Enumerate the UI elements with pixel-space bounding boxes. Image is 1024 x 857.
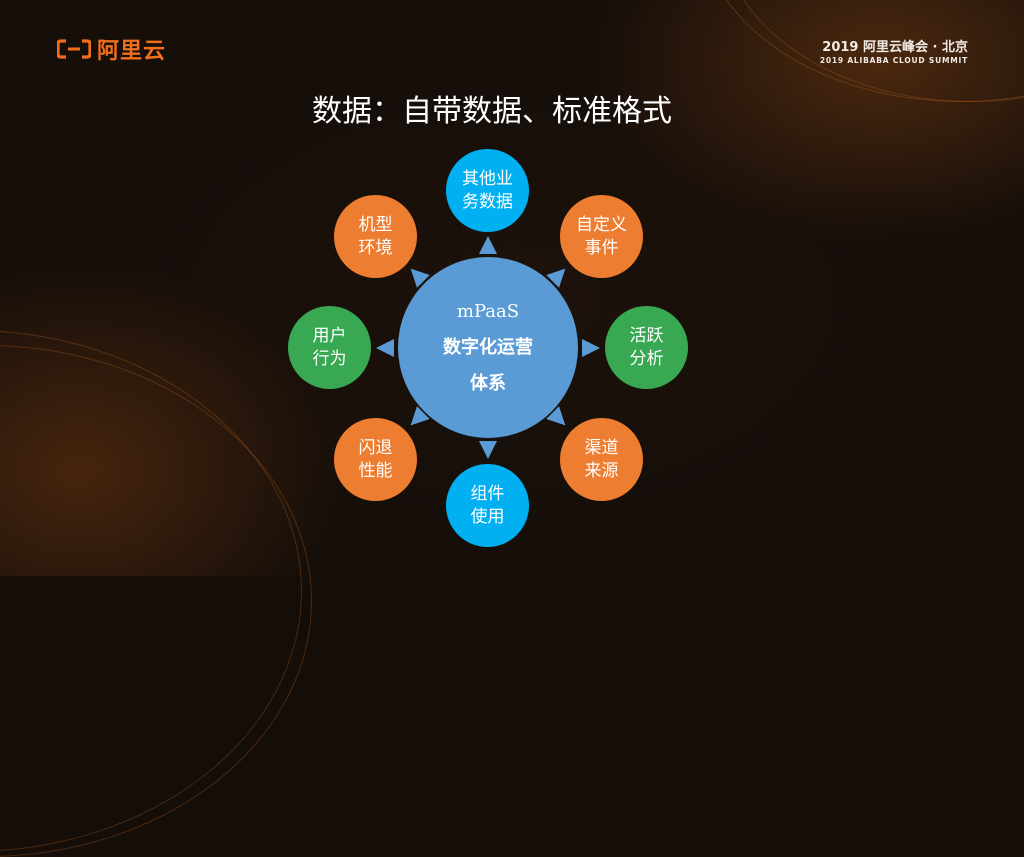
node-label-line2: 环境: [358, 237, 393, 258]
alibaba-cloud-logo-icon: [57, 39, 91, 59]
center-node-line3: 体系: [470, 372, 506, 394]
node-other-business-data: 其他业 务数据: [446, 149, 529, 232]
node-label-line2: 事件: [584, 237, 619, 258]
node-label-line1: 其他业: [462, 168, 513, 189]
node-user-behavior: 用户 行为: [288, 306, 371, 389]
node-channel-source: 渠道 来源: [560, 418, 643, 501]
node-label-line1: 自定义: [576, 214, 627, 235]
node-label-line1: 组件: [470, 483, 505, 504]
summit-title-cn: 2019 阿里云峰会 · 北京: [822, 40, 968, 55]
node-device-environment: 机型 环境: [334, 195, 417, 278]
center-node-line2: 数字化运营: [443, 336, 533, 358]
node-label-line2: 行为: [312, 348, 347, 369]
center-node-line1: mPaaS: [456, 300, 520, 322]
node-label-line2: 使用: [470, 506, 505, 527]
node-label-line1: 闪退: [358, 437, 393, 458]
summit-title-en: 2019 ALIBABA CLOUD SUMMIT: [819, 56, 968, 65]
node-label-line2: 来源: [584, 460, 619, 481]
node-label-line1: 渠道: [584, 437, 619, 458]
arrow-left-icon: [376, 339, 394, 357]
logo-text: 阿里云: [97, 39, 167, 64]
node-label-line2: 务数据: [462, 191, 513, 212]
arrow-up-icon: [479, 236, 497, 254]
node-label-line1: 活跃: [629, 325, 664, 346]
node-label-line2: 分析: [629, 348, 664, 369]
node-custom-events: 自定义 事件: [560, 195, 643, 278]
node-crash-performance: 闪退 性能: [334, 418, 417, 501]
node-label-line2: 性能: [358, 460, 393, 481]
node-active-analysis: 活跃 分析: [605, 306, 688, 389]
summit-label: 2019 阿里云峰会 · 北京 2019 ALIBABA CLOUD SUMMI…: [820, 36, 968, 65]
arrow-down-icon: [479, 441, 497, 459]
arrow-right-icon: [582, 339, 600, 357]
node-label-line1: 用户: [312, 325, 347, 346]
slide-title: 数据：自带数据、标准格式: [312, 94, 672, 129]
center-node-mpaas: mPaaS 数字化运营 体系: [398, 257, 578, 438]
node-component-usage: 组件 使用: [446, 464, 529, 547]
node-label-line1: 机型: [358, 214, 393, 235]
alibaba-cloud-logo: 阿里云: [57, 33, 166, 65]
